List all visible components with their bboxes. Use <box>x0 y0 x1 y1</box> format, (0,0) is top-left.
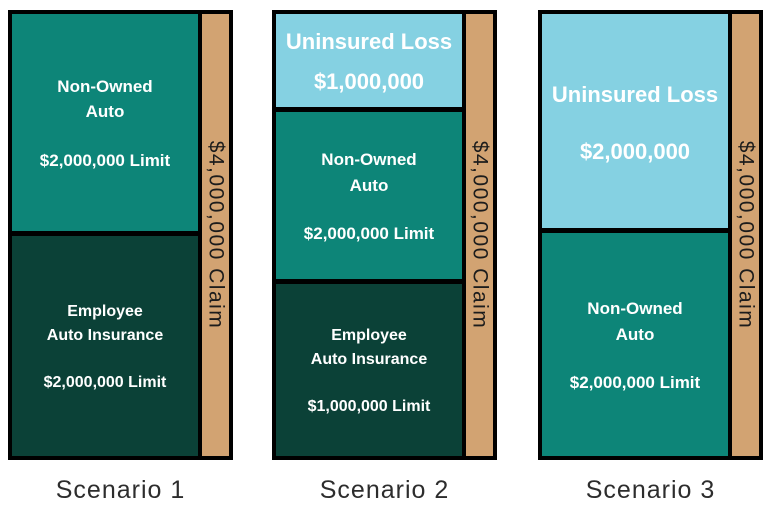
claim-bar: $4,000,000 Claim <box>462 14 493 456</box>
segment-amount: $2,000,000 Limit <box>303 224 435 243</box>
segment-uninsured-loss: Uninsured Loss $2,000,000 <box>542 14 728 229</box>
segment-non-owned-auto: Non-Owned Auto $2,000,000 Limit <box>276 106 462 280</box>
scenario-1-box: Non-Owned Auto $2,000,000 Limit Employee… <box>8 10 233 460</box>
scenario-2-label: Scenario 2 <box>319 476 450 504</box>
scenario-3-segments: Uninsured Loss $2,000,000 Non-Owned Auto… <box>542 14 728 456</box>
scenario-3-box: Uninsured Loss $2,000,000 Non-Owned Auto… <box>538 10 763 460</box>
scenario-1-column: Non-Owned Auto $2,000,000 Limit Employee… <box>8 10 233 505</box>
scenario-1-segments: Non-Owned Auto $2,000,000 Limit Employee… <box>12 14 198 456</box>
segment-employee-auto-insurance: Employee Auto Insurance $1,000,000 Limit <box>276 279 462 456</box>
scenario-3-column: Uninsured Loss $2,000,000 Non-Owned Auto… <box>538 10 763 505</box>
segment-title: Non-Owned Auto <box>57 76 153 122</box>
segment-amount: $2,000,000 <box>579 138 691 164</box>
scenario-2-segments: Uninsured Loss $1,000,000 Non-Owned Auto… <box>276 14 462 456</box>
segment-uninsured-loss: Uninsured Loss $1,000,000 <box>276 14 462 107</box>
scenario-1-label: Scenario 1 <box>55 476 186 504</box>
segment-non-owned-auto: Non-Owned Auto $2,000,000 Limit <box>542 228 728 456</box>
segment-amount: $2,000,000 Limit <box>43 373 167 391</box>
segment-title: Non-Owned Auto <box>587 299 683 344</box>
segment-amount: $2,000,000 Limit <box>39 150 171 170</box>
segment-amount: $2,000,000 Limit <box>569 373 701 393</box>
claim-label: $4,000,000 Claim <box>468 140 492 330</box>
segment-title: Uninsured Loss <box>551 81 719 107</box>
segment-title: Employee Auto Insurance <box>310 327 428 369</box>
segment-title: Employee Auto Insurance <box>46 302 164 344</box>
segment-non-owned-auto: Non-Owned Auto $2,000,000 Limit <box>12 14 198 231</box>
segment-title: Non-Owned Auto <box>321 150 417 195</box>
segment-employee-auto-insurance: Employee Auto Insurance $2,000,000 Limit <box>12 230 198 456</box>
segment-amount: $1,000,000 <box>313 69 425 95</box>
scenario-2-box: Uninsured Loss $1,000,000 Non-Owned Auto… <box>272 10 497 460</box>
segment-amount: $1,000,000 Limit <box>307 398 431 416</box>
scenario-3-label: Scenario 3 <box>585 476 716 504</box>
claim-bar: $4,000,000 Claim <box>198 14 229 456</box>
claim-bar: $4,000,000 Claim <box>728 14 759 456</box>
segment-title: Uninsured Loss <box>285 29 453 55</box>
claim-label: $4,000,000 Claim <box>204 140 228 330</box>
claim-label: $4,000,000 Claim <box>734 140 758 330</box>
scenario-2-column: Uninsured Loss $1,000,000 Non-Owned Auto… <box>272 10 497 505</box>
